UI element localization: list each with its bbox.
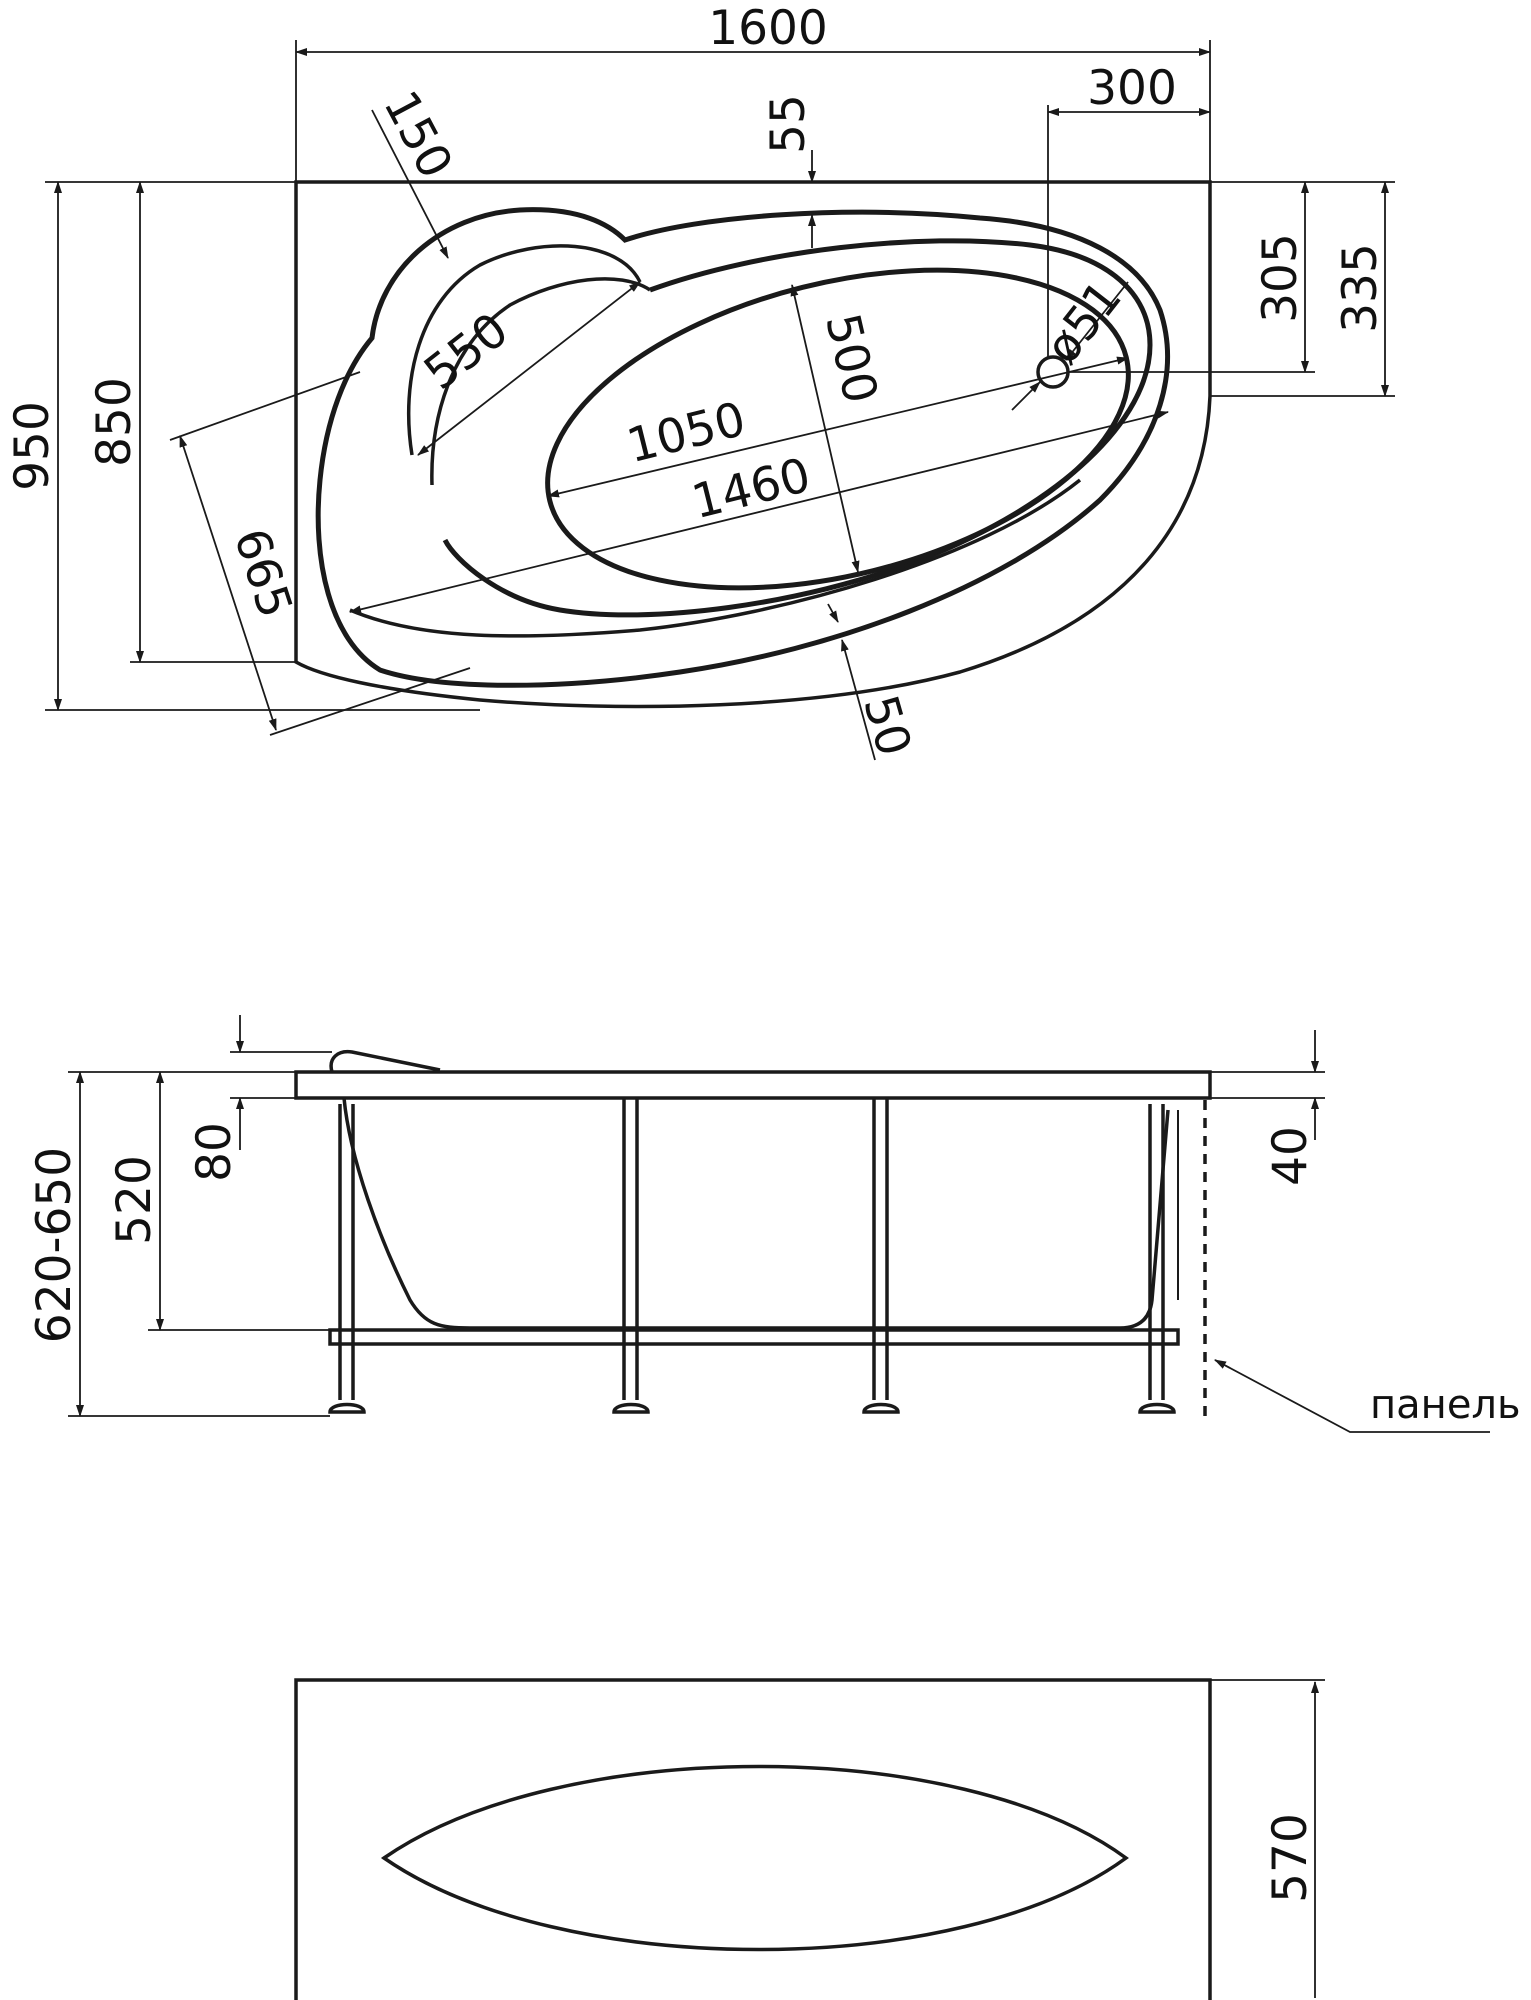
label-665: 665 xyxy=(223,522,303,624)
label-500: 500 xyxy=(814,309,888,409)
label-55: 55 xyxy=(761,94,816,154)
side-view-headrest xyxy=(329,1049,441,1073)
dim-line-665 xyxy=(179,435,277,731)
label-300: 300 xyxy=(1087,61,1177,116)
dim-line-1460 xyxy=(349,410,1169,614)
panel-lens-shape xyxy=(380,1764,1129,1952)
label-80: 80 xyxy=(187,1122,242,1182)
label-570: 570 xyxy=(1263,1813,1318,1903)
label-850: 850 xyxy=(87,377,142,467)
label-1600: 1600 xyxy=(708,1,828,56)
panel-leader xyxy=(1214,1359,1490,1433)
label-150: 150 xyxy=(372,82,463,187)
label-305: 305 xyxy=(1253,233,1308,323)
side-view-rim xyxy=(294,1070,1212,1100)
label-950: 950 xyxy=(5,401,60,491)
panel-rect xyxy=(294,1678,1212,2000)
top-view-headrest xyxy=(406,244,642,456)
top-view-outer-rim xyxy=(294,180,1212,709)
label-50: 50 xyxy=(852,689,921,762)
side-view-bath-body xyxy=(342,1097,1170,1330)
label-40: 40 xyxy=(1263,1126,1318,1186)
label-620-650: 620-650 xyxy=(27,1147,82,1343)
dim-line-50 xyxy=(827,603,839,623)
label-1050: 1050 xyxy=(622,392,751,474)
side-view-legs xyxy=(328,1098,1176,1414)
top-view-bath-middle xyxy=(442,238,1153,618)
label-1460: 1460 xyxy=(687,448,816,530)
panel-view: 570 xyxy=(294,1678,1325,2000)
dim-line-d51 xyxy=(1011,381,1041,411)
label-335: 335 xyxy=(1333,243,1388,333)
label-520: 520 xyxy=(107,1155,162,1245)
dim-line-150 xyxy=(371,109,449,259)
label-panel: панель xyxy=(1370,1382,1521,1428)
side-view: панель 620-650 520 80 40 xyxy=(27,1015,1521,1433)
top-view: 1600 300 55 150 550 500 1050 1460 ø51 30… xyxy=(5,1,1395,762)
side-view-frame xyxy=(328,1328,1180,1346)
